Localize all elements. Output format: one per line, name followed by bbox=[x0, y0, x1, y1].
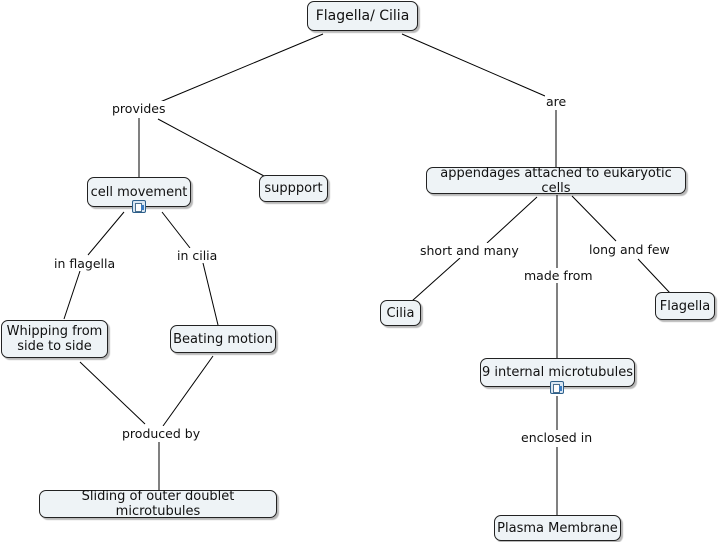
link-long-and-few[interactable]: long and few bbox=[588, 242, 671, 257]
link-are[interactable]: are bbox=[545, 94, 568, 109]
link-produced-by[interactable]: produced by bbox=[121, 426, 202, 441]
concept-label: Flagella/ Cilia bbox=[315, 7, 410, 24]
concept-label: 9 internal microtubules bbox=[481, 365, 634, 380]
edge-appendages-shortandmany bbox=[486, 196, 538, 244]
concept-label: Whipping from side to side bbox=[6, 324, 103, 354]
edge-appendages-longandfew bbox=[571, 195, 617, 242]
resource-list-icon[interactable] bbox=[132, 200, 146, 213]
concept-support[interactable]: suppport bbox=[259, 175, 328, 202]
concept-label: Beating motion bbox=[173, 331, 273, 347]
link-in-flagella[interactable]: in flagella bbox=[53, 256, 117, 271]
link-made-from[interactable]: made from bbox=[523, 268, 594, 283]
concept-beating-motion[interactable]: Beating motion bbox=[170, 325, 276, 353]
edge-cellmovement-inflagella bbox=[87, 211, 125, 256]
concept-label: appendages attached to eukaryotic cells bbox=[440, 165, 672, 196]
concept-plasma-membrane[interactable]: Plasma Membrane bbox=[494, 515, 621, 541]
edge-root-provides bbox=[159, 33, 324, 103]
concept-label: Sliding of outer doublet microtubules bbox=[81, 489, 235, 519]
concept-label: suppport bbox=[264, 181, 323, 196]
edge-root-are bbox=[401, 33, 546, 97]
link-in-cilia[interactable]: in cilia bbox=[176, 248, 219, 263]
edge-beating-producedby bbox=[162, 355, 214, 427]
concept-whipping[interactable]: Whipping from side to side bbox=[1, 320, 108, 358]
concept-sliding[interactable]: Sliding of outer doublet microtubules bbox=[39, 489, 277, 519]
concept-label: Plasma Membrane bbox=[497, 520, 618, 536]
edge-shortandmany-cilia bbox=[411, 257, 461, 302]
concept-cilia[interactable]: Cilia bbox=[380, 300, 421, 326]
edge-incilia-beating bbox=[202, 262, 219, 326]
link-short-and-many[interactable]: short and many bbox=[419, 243, 520, 258]
link-provides[interactable]: provides bbox=[111, 101, 167, 116]
concept-label: Cilia bbox=[386, 305, 415, 321]
edge-longandfew-flagella bbox=[637, 258, 671, 294]
concept-label: Flagella bbox=[659, 298, 711, 314]
edge-whipping-producedby bbox=[79, 361, 146, 425]
concept-flagella-cilia[interactable]: Flagella/ Cilia bbox=[307, 1, 418, 31]
concept-appendages[interactable]: appendages attached to eukaryotic cells bbox=[426, 165, 686, 196]
resource-list-icon[interactable] bbox=[550, 381, 564, 394]
edge-provides-support bbox=[157, 118, 265, 177]
edge-cellmovement-incilia bbox=[161, 211, 191, 249]
concept-flagella[interactable]: Flagella bbox=[655, 292, 715, 320]
concept-label: cell movement bbox=[90, 184, 188, 200]
edge-inflagella-whipping bbox=[63, 270, 81, 320]
link-enclosed-in[interactable]: enclosed in bbox=[520, 430, 594, 445]
